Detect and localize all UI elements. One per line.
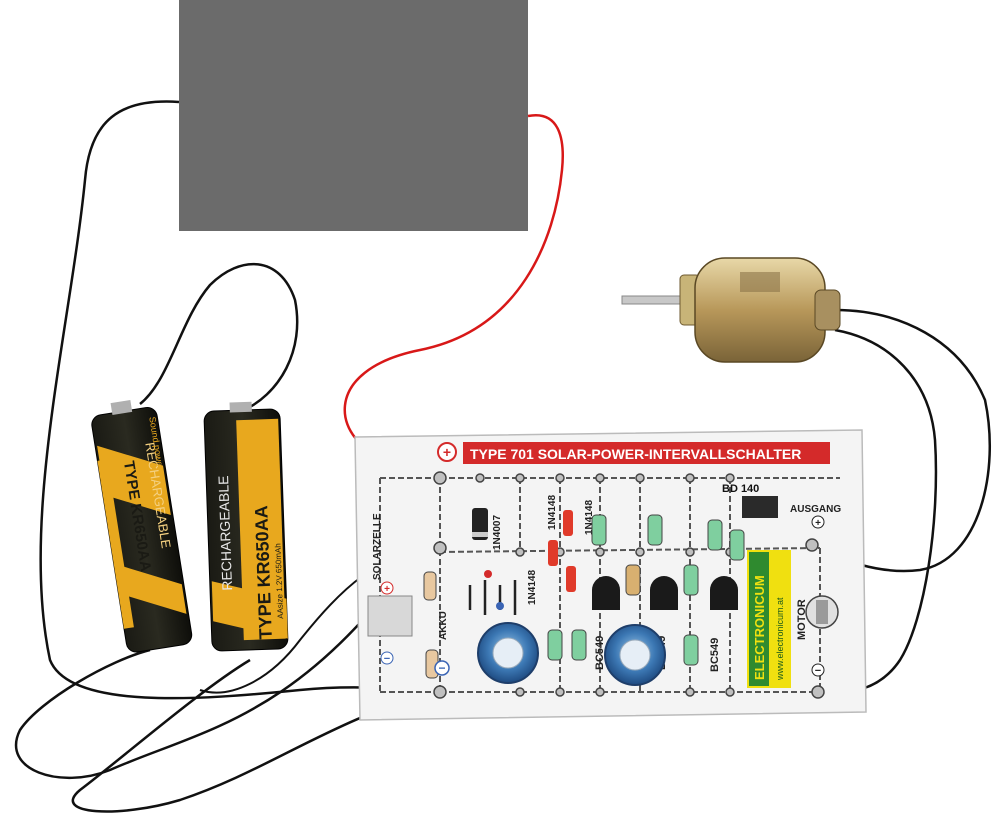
diodes-1n4148 (548, 510, 576, 592)
battery-right-line2: TYPE KR650AA (251, 505, 276, 640)
solar-minus-icon (380, 651, 394, 665)
transistor-bd140 (742, 496, 778, 518)
akku-minus-icon (434, 660, 450, 676)
solar-plus-icon (380, 581, 394, 595)
label-akku: AKKU (438, 611, 449, 640)
battery-symbol-icon (468, 570, 517, 615)
akku-minus-symbol: − (438, 661, 445, 675)
battery-left: RECHARGEABLE TYPE KR650AA Sound power (91, 399, 193, 653)
solar-minus-symbol: − (384, 653, 390, 665)
ausgang-plus-icon (811, 515, 825, 529)
resistors (423, 514, 745, 679)
motor-minus-icon (811, 663, 825, 677)
black-wire-tangle-2 (71, 658, 441, 813)
battery-right-line1: RECHARGEABLE (215, 475, 235, 591)
label-bc549-c: BC549 (709, 638, 721, 672)
label-1n4148-a: 1N4148 (547, 495, 558, 530)
terminals (433, 471, 825, 699)
black-wire-left-loop (39, 100, 441, 700)
label-bc549-a: BC549 (594, 636, 606, 670)
transistors (592, 576, 738, 610)
capacitor-right (604, 624, 666, 686)
motor-wire-bottom (817, 328, 938, 694)
black-wire-battery-link (139, 262, 299, 414)
label-motor: MOTOR (796, 599, 808, 640)
plus-badge (437, 442, 457, 462)
capacitor-left (477, 622, 539, 684)
redacted-region (179, 0, 528, 231)
brand-name: ELECTRONICUM (752, 575, 767, 680)
label-solarzelle: SOLARZELLE (372, 513, 383, 580)
solar-cell-symbol (367, 595, 413, 637)
solar-plus-symbol: + (384, 584, 390, 595)
dc-motor (621, 257, 841, 363)
motor-minus-symbol: − (815, 665, 821, 677)
plus-badge-symbol: + (443, 444, 451, 460)
motor-wire-top (811, 308, 992, 573)
label-ausgang: AUSGANG (790, 504, 841, 515)
battery-right-spec: AAsize 1.2V 650mAh (273, 543, 285, 619)
board-title: TYPE 701 SOLAR-POWER-INTERVALLSCHALTER (470, 446, 801, 462)
brand-url: www.electronicum.at (775, 597, 785, 681)
label-1n4007: 1N4007 (492, 515, 503, 550)
circuit-board: + TYPE 701 SOLAR-POWER-INTERVALLSCHALTER (354, 429, 867, 721)
ausgang-plus-symbol: + (815, 518, 821, 529)
label-bd140: BD 140 (722, 483, 759, 495)
label-1n4148-c: 1N4148 (527, 570, 538, 605)
label-1n4148-b: 1N4148 (584, 500, 595, 535)
battery-right: RECHARGEABLE TYPE KR650AA AAsize 1.2V 65… (203, 401, 289, 652)
